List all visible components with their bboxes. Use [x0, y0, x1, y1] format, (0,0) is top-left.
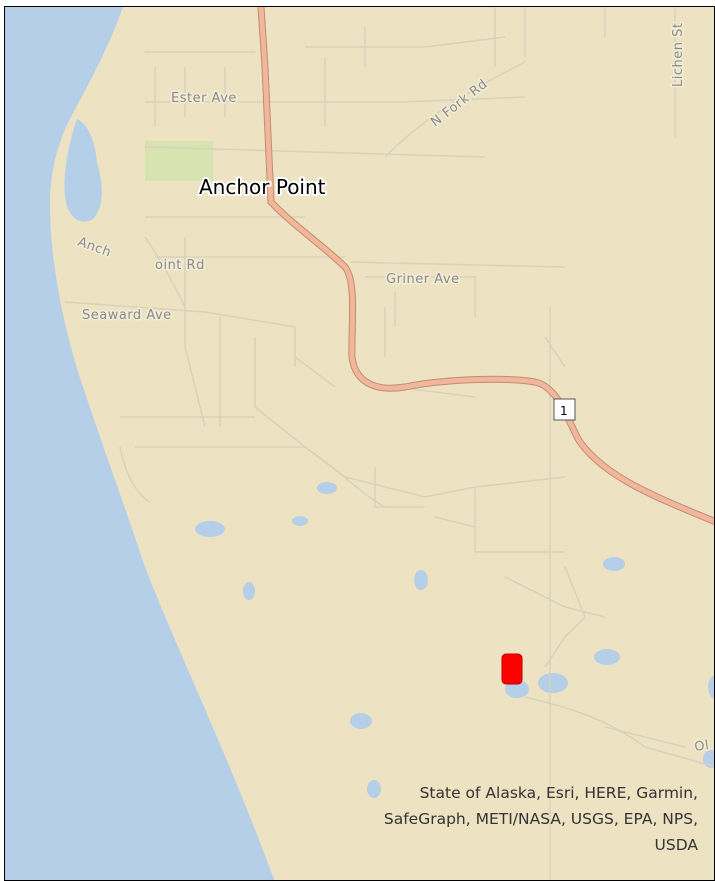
water-lagoon — [64, 119, 102, 222]
road-label-ester-ave: Ester Ave — [171, 91, 237, 106]
road-label-griner-ave: Griner Ave — [386, 272, 460, 287]
place-label-anchor-point: Anchor Point — [199, 175, 326, 199]
road-label-anchor-point-rd-1: Anch — [76, 235, 114, 261]
location-marker[interactable] — [501, 653, 523, 685]
map-view[interactable]: Ester Ave N Fork Rd Anch oint Rd Griner … — [4, 6, 715, 881]
highway-1-fill — [258, 7, 714, 524]
road-label-anchor-point-rd-2: oint Rd — [155, 258, 205, 273]
svg-text:1: 1 — [560, 404, 568, 418]
ponds — [195, 482, 714, 798]
highway-shield: 1 — [553, 398, 576, 421]
water-cook-inlet — [5, 7, 275, 880]
road-label-ol: Ol — [693, 738, 710, 755]
minor-roads — [64, 7, 714, 880]
map-canvas[interactable]: Ester Ave N Fork Rd Anch oint Rd Griner … — [5, 7, 715, 881]
map-attribution: State of Alaska, Esri, HERE, Garmin, Saf… — [383, 784, 698, 854]
road-label-n-fork-rd: N Fork Rd — [428, 77, 491, 130]
road-label-lichen-st: Lichen St — [671, 23, 686, 87]
road-label-seaward-ave: Seaward Ave — [82, 308, 172, 323]
